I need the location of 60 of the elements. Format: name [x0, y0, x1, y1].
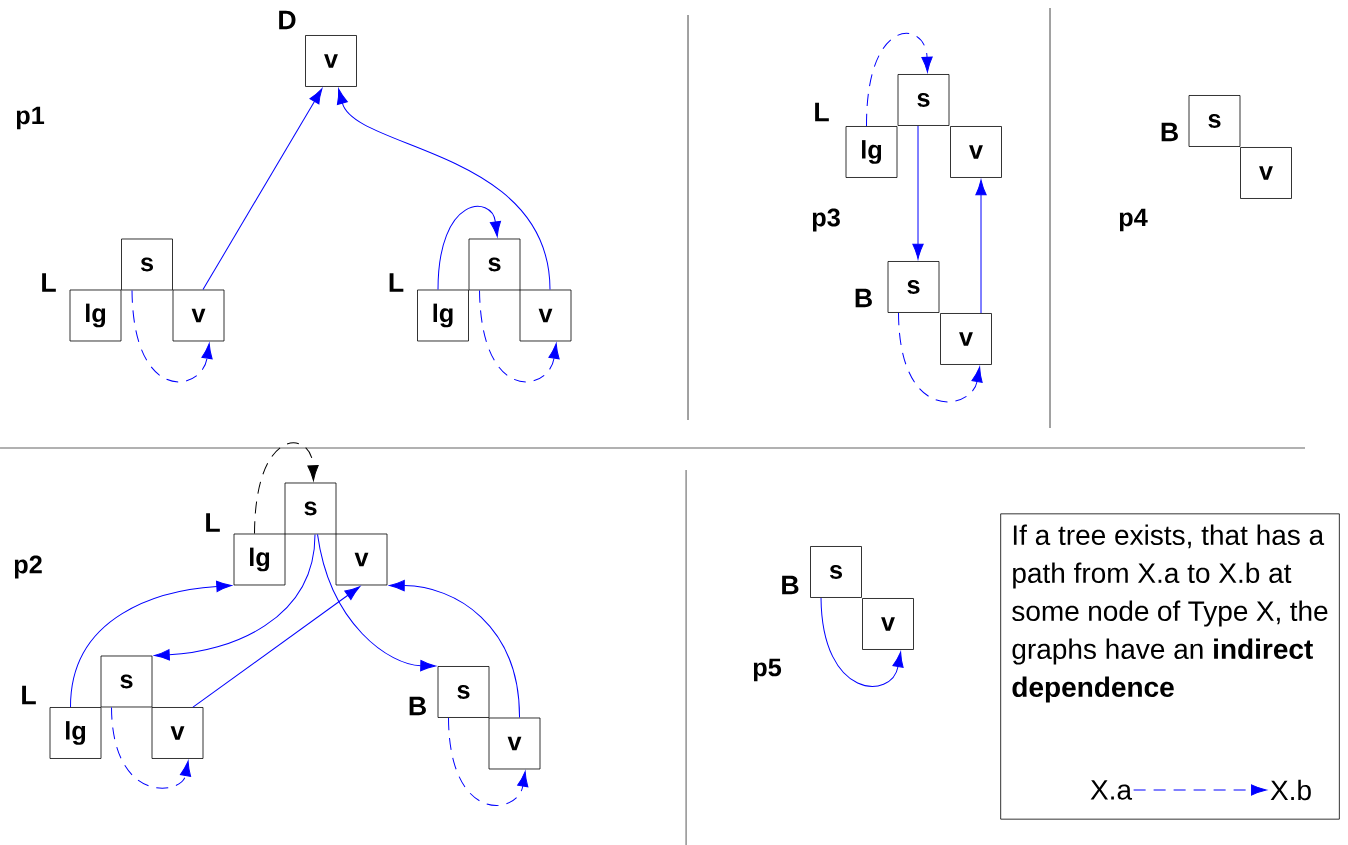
attribute-box: v: [172, 289, 225, 342]
arrow: [131, 289, 213, 383]
arrow: [437, 205, 502, 291]
group-label: B: [782, 575, 799, 595]
attribute-box: s: [468, 238, 521, 291]
attribute-box: lg: [845, 126, 898, 178]
attribute-box: lg: [417, 289, 469, 342]
arrow: [448, 717, 529, 806]
arrow: [336, 88, 551, 291]
attribute-box: v: [151, 707, 204, 759]
arrow: [898, 312, 983, 403]
arrow: [317, 533, 436, 672]
attribute-box: s: [1188, 95, 1241, 147]
panel-label: p4: [1119, 208, 1148, 232]
arrow: [975, 179, 987, 314]
group-label: L: [815, 102, 829, 122]
attribute-box: s: [887, 261, 940, 313]
attribute-box: v: [305, 35, 357, 87]
panel-label: p3: [812, 208, 840, 232]
term-text: X.a: [1090, 780, 1133, 800]
attribute-box: lg: [69, 289, 122, 342]
attribute-box: v: [940, 313, 992, 365]
arrow: [912, 125, 924, 260]
arrow: [192, 586, 361, 708]
attribute-box: v: [862, 598, 914, 650]
attribute-box: v: [335, 533, 388, 586]
arrow: [70, 580, 232, 708]
group-label: D: [279, 10, 296, 30]
arrow: [154, 533, 316, 661]
group-label: L: [389, 273, 404, 292]
attribute-box: s: [810, 546, 862, 598]
arrow: [202, 88, 323, 291]
arrow: [866, 33, 933, 127]
attribute-box: s: [437, 666, 490, 718]
group-label: B: [855, 288, 872, 308]
arrow: [254, 442, 319, 535]
group-label: B: [409, 696, 426, 716]
group-label: B: [1161, 122, 1178, 142]
attribute-box: s: [121, 238, 173, 291]
panel-label: p1: [16, 106, 45, 130]
group-label: L: [42, 273, 56, 292]
group-label: L: [22, 685, 36, 705]
attribute-box: v: [950, 126, 1002, 178]
attribute-box: v: [519, 289, 572, 342]
arrow: [389, 579, 520, 719]
panel-label: p2: [14, 555, 42, 579]
arrow: [1133, 784, 1267, 796]
term-text: X.b: [1270, 779, 1311, 801]
arrow: [111, 706, 192, 789]
arrow: [479, 289, 560, 383]
attribute-box: v: [488, 717, 541, 770]
panel-label: p5: [753, 658, 782, 682]
attribute-box: v: [1240, 147, 1292, 199]
arrow: [820, 597, 904, 687]
group-label: L: [206, 513, 220, 532]
attribute-box: lg: [233, 533, 286, 586]
attribute-box: lg: [49, 707, 102, 759]
attribute-box: s: [284, 482, 337, 535]
attribute-box: s: [100, 655, 153, 708]
attribute-box: s: [897, 74, 950, 126]
